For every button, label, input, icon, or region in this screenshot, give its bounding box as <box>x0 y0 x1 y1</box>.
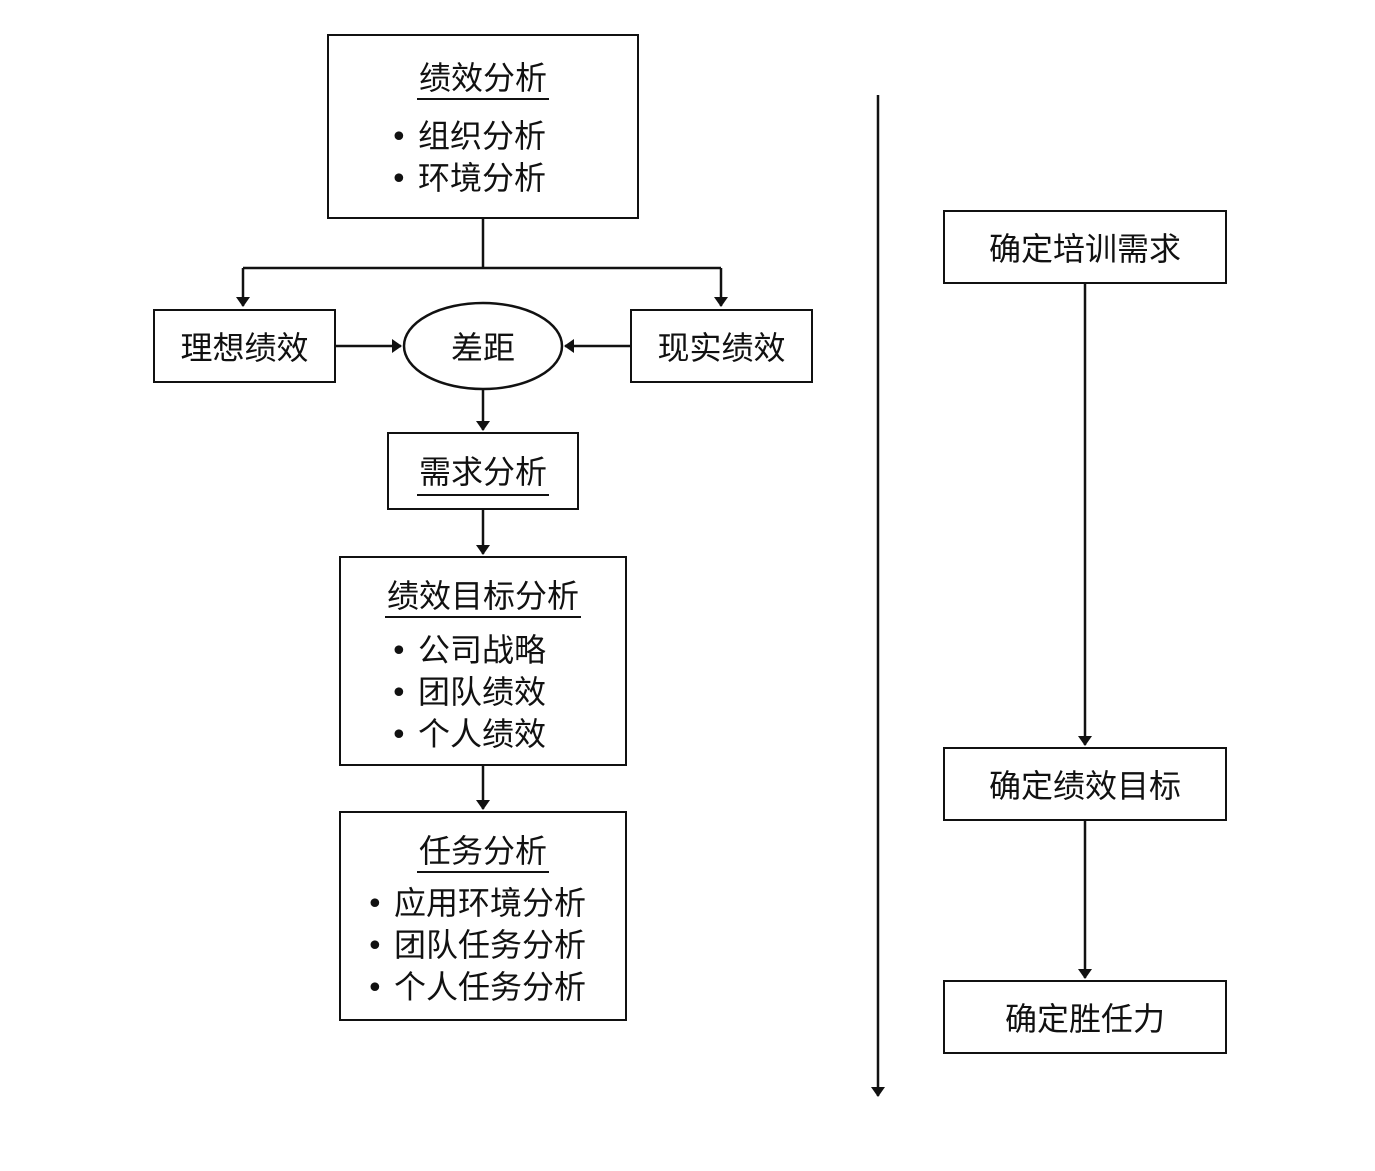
list-item: 环境分析 <box>390 158 546 200</box>
ideal-performance-box: 理想绩效 <box>153 309 336 383</box>
actual-performance-label: 现实绩效 <box>657 329 786 367</box>
gap-label: 差距 <box>450 329 515 367</box>
goal-analysis-box: 绩效目标分析 公司战略 团队绩效 个人绩效 <box>339 556 627 766</box>
list-item: 团队绩效 <box>390 672 546 714</box>
actual-performance-box: 现实绩效 <box>630 309 813 383</box>
goal-analysis-title: 绩效目标分析 <box>341 576 625 618</box>
step-label: 确定胜任力 <box>1004 1000 1165 1038</box>
step-label: 确定培训需求 <box>988 230 1181 268</box>
step-determine-competency: 确定胜任力 <box>943 980 1227 1054</box>
task-analysis-box: 任务分析 应用环境分析 团队任务分析 个人任务分析 <box>339 811 627 1021</box>
ideal-performance-label: 理想绩效 <box>180 329 309 367</box>
task-analysis-list: 应用环境分析 团队任务分析 个人任务分析 <box>366 883 586 1009</box>
needs-analysis-box: 需求分析 <box>387 432 579 510</box>
performance-analysis-title: 绩效分析 <box>329 58 637 100</box>
list-item: 个人绩效 <box>390 714 546 756</box>
list-item: 团队任务分析 <box>366 925 586 967</box>
performance-analysis-box: 绩效分析 组织分析 环境分析 <box>327 34 639 219</box>
step-label: 确定绩效目标 <box>988 767 1181 805</box>
gap-ellipse <box>402 301 564 391</box>
list-item: 公司战略 <box>390 630 546 672</box>
needs-analysis-title: 需求分析 <box>389 434 577 508</box>
list-item: 组织分析 <box>390 116 546 158</box>
list-item: 个人任务分析 <box>366 967 586 1009</box>
task-analysis-title: 任务分析 <box>341 831 625 873</box>
step-determine-training-needs: 确定培训需求 <box>943 210 1227 284</box>
list-item: 应用环境分析 <box>366 883 586 925</box>
step-determine-performance-goals: 确定绩效目标 <box>943 747 1227 821</box>
performance-analysis-list: 组织分析 环境分析 <box>390 116 546 200</box>
goal-analysis-list: 公司战略 团队绩效 个人绩效 <box>390 630 546 756</box>
